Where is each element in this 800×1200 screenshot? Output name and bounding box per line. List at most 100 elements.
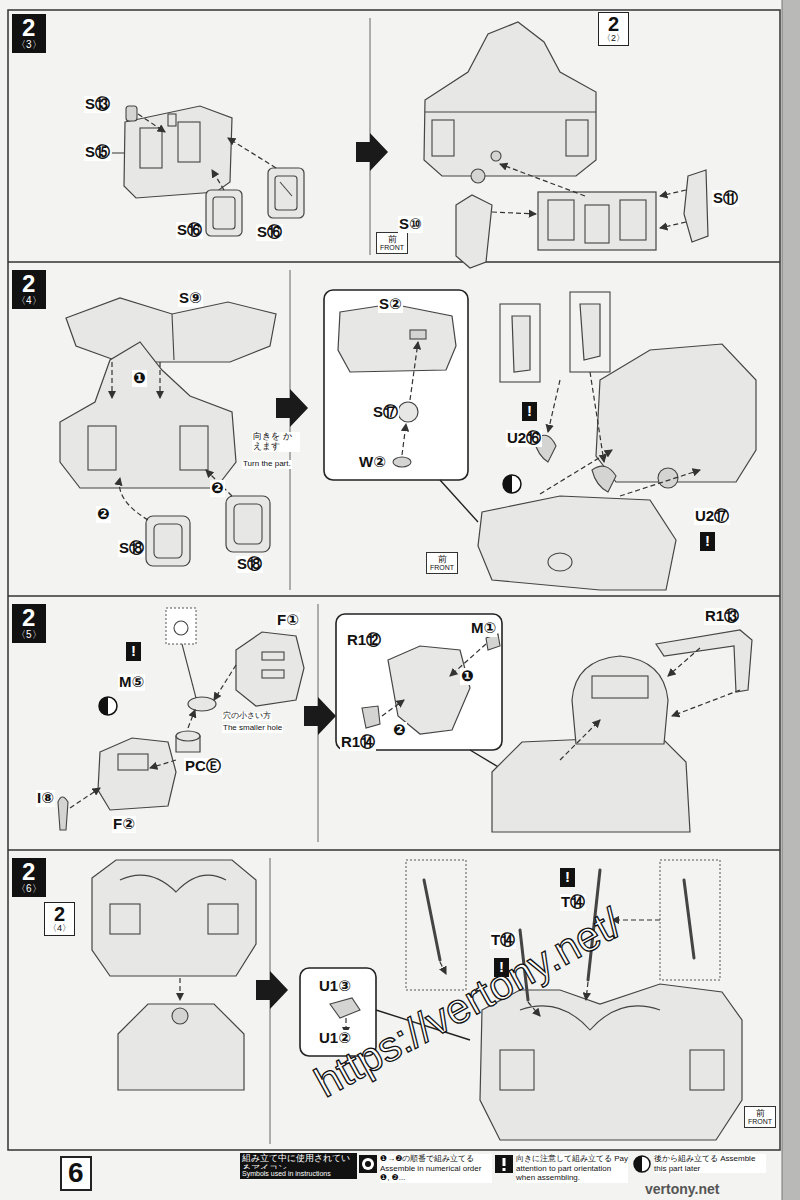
part-name: U1③ bbox=[318, 978, 352, 995]
step-arrow bbox=[256, 133, 388, 1009]
part-drawing bbox=[548, 553, 572, 571]
panel-frame bbox=[8, 10, 780, 1150]
part-drawing bbox=[280, 182, 292, 196]
step-divider bbox=[290, 270, 291, 590]
legend-icon-shape bbox=[362, 1158, 374, 1170]
part-drawing bbox=[226, 496, 270, 552]
leader-arrow bbox=[212, 170, 224, 190]
part-drawing bbox=[124, 106, 304, 236]
part-name: S⑩ bbox=[398, 216, 423, 233]
part-name: S⑨ bbox=[178, 290, 203, 307]
leader-arrow bbox=[150, 760, 176, 768]
later-icon bbox=[99, 697, 117, 715]
leader-arrow bbox=[500, 164, 585, 196]
part-drawing bbox=[275, 176, 297, 210]
part-name: PCⒺ bbox=[184, 758, 222, 775]
part-drawing bbox=[124, 106, 232, 198]
callout-bubble bbox=[324, 290, 468, 480]
part-drawing bbox=[146, 516, 190, 566]
callout-bubble bbox=[410, 342, 418, 400]
legend-icon-shape bbox=[495, 1155, 513, 1173]
legend-icon-shape bbox=[634, 1156, 650, 1172]
step-badge: 2〈2〉 bbox=[598, 12, 629, 46]
part-name: S② bbox=[378, 296, 403, 313]
order-number: ❶ bbox=[132, 370, 147, 387]
warning-icon: ! bbox=[522, 402, 537, 421]
part-name: S⑱ bbox=[118, 540, 145, 557]
legend-icon-shape bbox=[365, 1161, 371, 1167]
step-sub: 〈6〉 bbox=[16, 884, 42, 894]
leader-arrow bbox=[138, 114, 165, 132]
callout-bubble bbox=[402, 424, 406, 455]
step-sub: FRONT bbox=[748, 1118, 772, 1125]
order-number: ❶ bbox=[460, 668, 475, 685]
part-drawing bbox=[656, 630, 752, 692]
antenna-part bbox=[424, 880, 440, 960]
part-drawing bbox=[492, 736, 690, 832]
callout-bubble bbox=[330, 998, 360, 1018]
leader-arrow bbox=[660, 190, 686, 196]
leader-arrow bbox=[159, 362, 160, 398]
callout-bubble bbox=[398, 402, 418, 422]
part-name: S⑯ bbox=[176, 222, 203, 239]
part-drawing bbox=[690, 1050, 724, 1090]
page-number: 6 bbox=[60, 1156, 92, 1191]
legend-text: 向きに注意して組み立てる Pay attention to part orien… bbox=[516, 1154, 628, 1183]
part-name: S⑯ bbox=[256, 224, 283, 241]
part-drawing bbox=[500, 1050, 534, 1090]
part-name: I⑧ bbox=[36, 790, 55, 807]
leader-arrow bbox=[70, 788, 100, 808]
legend-header: Symbols used in instructions bbox=[240, 1169, 357, 1179]
part-drawing bbox=[500, 304, 540, 382]
part-name: T⑭ bbox=[560, 894, 586, 911]
leader-arrow bbox=[620, 470, 700, 496]
part-drawing bbox=[585, 205, 609, 243]
part-drawing bbox=[478, 496, 676, 590]
part-drawing bbox=[98, 738, 176, 810]
callout-bubble bbox=[388, 646, 470, 734]
legend-icon bbox=[632, 1154, 652, 1174]
part-drawing bbox=[424, 22, 596, 176]
leader-arrow bbox=[112, 152, 124, 153]
step-arrow bbox=[304, 697, 336, 735]
part-drawing bbox=[180, 426, 208, 470]
part-drawing bbox=[491, 151, 501, 161]
panel-frame bbox=[8, 595, 780, 597]
step-badge: 2〈3〉 bbox=[12, 14, 46, 53]
part-drawing bbox=[620, 200, 646, 240]
antenna-part bbox=[684, 880, 694, 958]
leader-arrow bbox=[179, 978, 180, 1000]
step-arrow bbox=[276, 389, 308, 427]
part-drawing bbox=[58, 797, 68, 830]
part-drawing bbox=[548, 200, 574, 240]
part-drawing bbox=[118, 1004, 244, 1090]
part-name: W② bbox=[358, 454, 387, 471]
part-name: S⑱ bbox=[236, 556, 263, 573]
part-name: M① bbox=[470, 620, 497, 637]
part-drawing bbox=[471, 169, 485, 183]
part-drawing bbox=[406, 860, 466, 990]
part-drawing bbox=[172, 314, 174, 360]
part-drawing bbox=[424, 22, 708, 268]
step-number: 2 bbox=[22, 272, 35, 296]
leader-arrow bbox=[214, 665, 236, 700]
leader-arrow bbox=[119, 478, 148, 520]
part-drawing bbox=[60, 342, 236, 488]
part-name: F② bbox=[112, 816, 136, 833]
part-drawing bbox=[478, 292, 756, 590]
part-name: U2⑯ bbox=[506, 430, 542, 447]
note-text: Turn the part. bbox=[242, 460, 292, 469]
step-number: 2 bbox=[22, 860, 35, 884]
panel-frame bbox=[8, 10, 780, 1150]
part-drawing bbox=[572, 656, 668, 744]
leader-arrow bbox=[440, 962, 446, 974]
callout-bubble bbox=[410, 330, 426, 339]
page-edge bbox=[782, 0, 800, 1200]
panel-frame bbox=[8, 849, 780, 851]
step-badge: 2〈6〉 bbox=[12, 858, 46, 897]
legend-icon bbox=[494, 1154, 514, 1174]
part-drawing bbox=[140, 128, 162, 168]
callout-bubble bbox=[362, 706, 380, 728]
leader-arrow bbox=[540, 450, 612, 494]
